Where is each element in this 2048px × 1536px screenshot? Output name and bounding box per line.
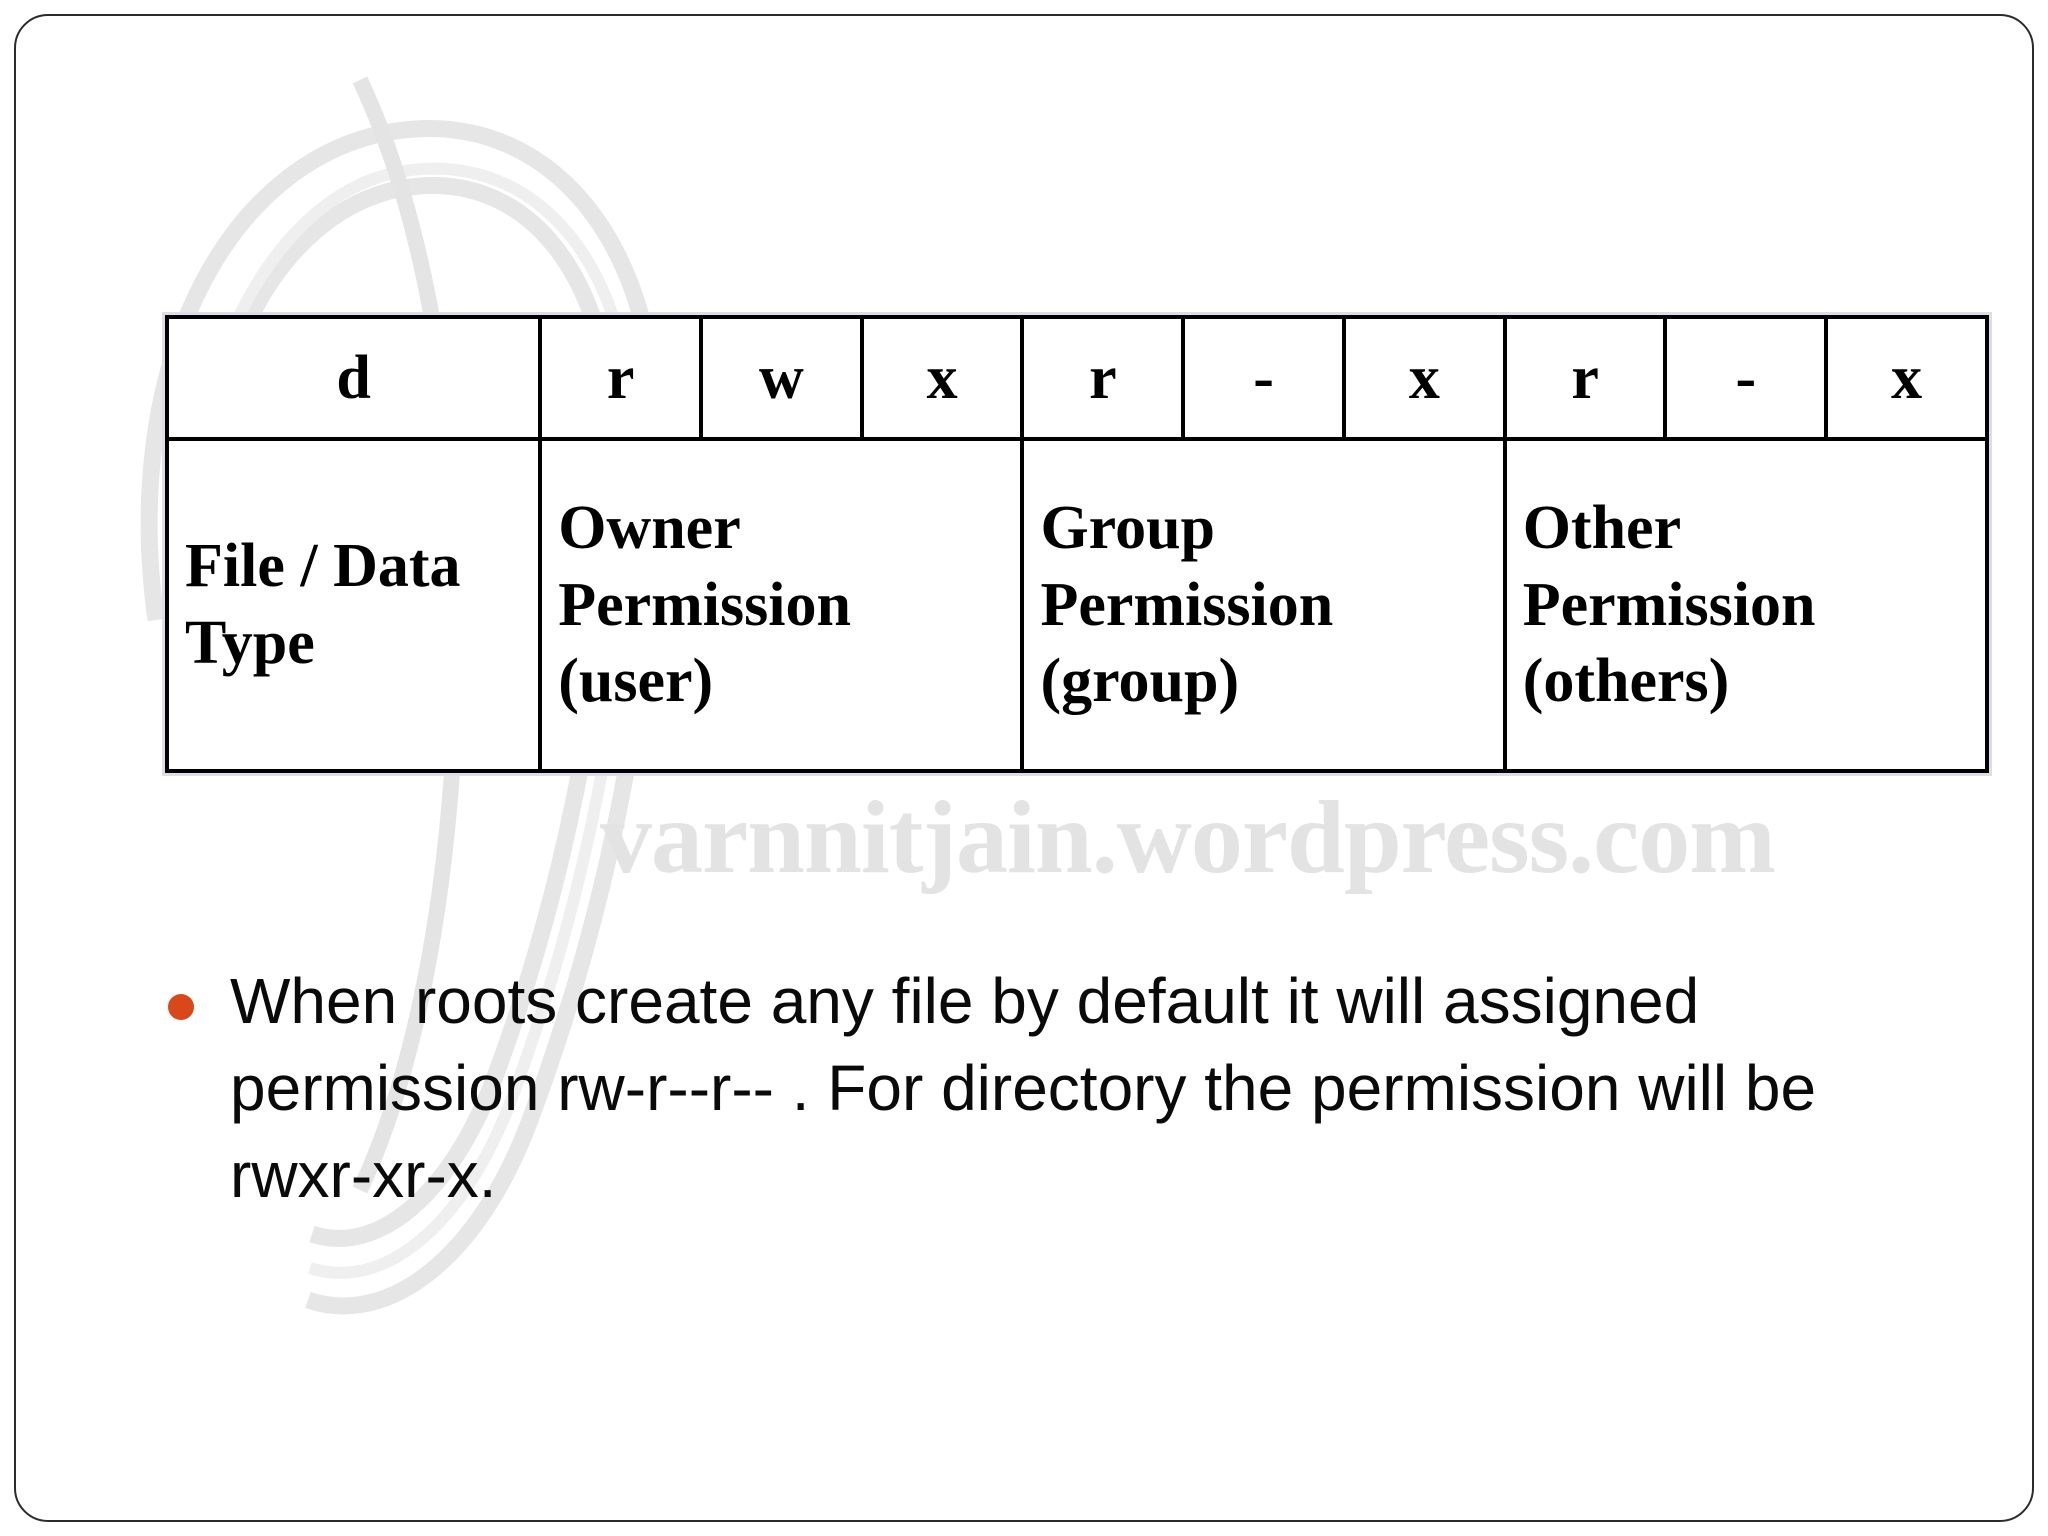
permission-glyph-row: d r w x r - x r - x <box>164 315 1989 441</box>
group-read-glyph: r <box>1020 315 1186 441</box>
permissions-table-container: d r w x r - x r - x File / Data Type Own… <box>162 312 1992 776</box>
bullet-item-text: When roots create any file by default it… <box>230 965 1817 1212</box>
group-permission-label: Group Permission (group) <box>1020 437 1507 773</box>
group-write-glyph: - <box>1181 315 1346 441</box>
file-data-type-label: File / Data Type <box>164 437 543 773</box>
owner-read-glyph: r <box>538 315 703 441</box>
other-read-glyph: r <box>1502 315 1668 441</box>
bullet-list-item: When roots create any file by default it… <box>168 958 1928 1219</box>
group-execute-glyph: x <box>1341 315 1507 441</box>
permission-label-row: File / Data Type Owner Permission (user)… <box>164 437 1990 773</box>
owner-execute-glyph: x <box>859 315 1025 441</box>
file-type-glyph: d <box>164 315 543 441</box>
owner-write-glyph: w <box>698 315 864 441</box>
owner-permission-label: Owner Permission (user) <box>538 437 1025 773</box>
other-permission-label: Other Permission (others) <box>1502 437 1990 773</box>
other-write-glyph: - <box>1663 315 1829 441</box>
site-watermark: varnnitjain.wordpress.com <box>600 780 1776 895</box>
bullet-dot-icon <box>168 994 194 1020</box>
permissions-table: d r w x r - x r - x File / Data Type Own… <box>164 315 1990 773</box>
other-execute-glyph: x <box>1824 315 1989 441</box>
